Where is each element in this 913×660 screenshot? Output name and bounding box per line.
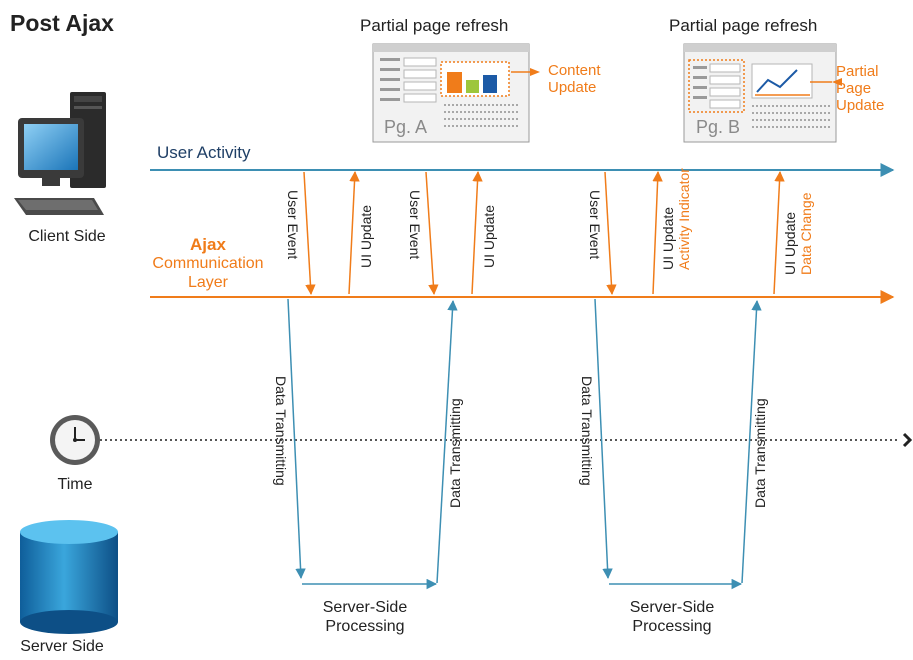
data-transmit-up-2 [741, 299, 762, 584]
ui-update-arrow-3 [652, 170, 663, 295]
page-b-label: Pg. B [696, 117, 741, 137]
user-activity-label: User Activity [157, 143, 251, 162]
ui-update-arrow-4 [773, 170, 785, 295]
time-arrowhead [902, 432, 913, 448]
server-side-label: Server Side [20, 638, 104, 655]
ui-update-label-2: UI Update [481, 204, 497, 268]
computer-icon [14, 92, 106, 215]
refresh-a-title: Partial page refresh [360, 16, 509, 35]
ui-update-label-4: UI Update Data Change [782, 192, 814, 275]
database-icon [20, 520, 118, 634]
page-a-label: Pg. A [384, 117, 428, 137]
clock-icon [50, 415, 100, 465]
data-transmit-down-1 [287, 298, 306, 580]
partial-page-update-label: Partial Page Update [836, 63, 885, 114]
user-event-arrow-1 [303, 171, 316, 296]
ui-update-arrow-2 [471, 170, 483, 295]
data-transmit-up-1 [436, 299, 458, 584]
time-label: Time [57, 476, 93, 493]
ui-update-arrow-1 [348, 170, 360, 295]
client-side-label: Client Side [28, 228, 106, 245]
user-event-arrow-2 [425, 171, 439, 296]
user-event-label-1: User Event [285, 190, 301, 260]
ui-update-label-3: UI Update Activity Indicator [660, 168, 692, 270]
ui-update-label-1: UI Update [358, 204, 374, 268]
refresh-b-title: Partial page refresh [669, 16, 818, 35]
data-transmitting-label-1: Data Transmitting [273, 376, 289, 486]
server-processing-label-1: Server-Side Processing [322, 599, 408, 635]
data-transmitting-label-3: Data Transmitting [579, 376, 595, 486]
user-event-label-3: User Event [587, 190, 603, 260]
page-a-thumbnail [372, 43, 540, 143]
page-b-thumbnail [683, 43, 842, 143]
user-event-label-2: User Event [407, 190, 423, 260]
data-transmitting-label-2: Data Transmitting [447, 398, 463, 508]
user-event-arrow-3 [604, 171, 617, 296]
ajax-layer-label: Ajax Communication Layer [152, 235, 264, 291]
server-processing-label-2: Server-Side Processing [629, 599, 715, 635]
content-update-label: Content Update [548, 62, 601, 96]
data-transmitting-label-4: Data Transmitting [752, 398, 768, 508]
page-title: Post Ajax [10, 10, 114, 36]
data-transmit-down-2 [594, 298, 613, 580]
